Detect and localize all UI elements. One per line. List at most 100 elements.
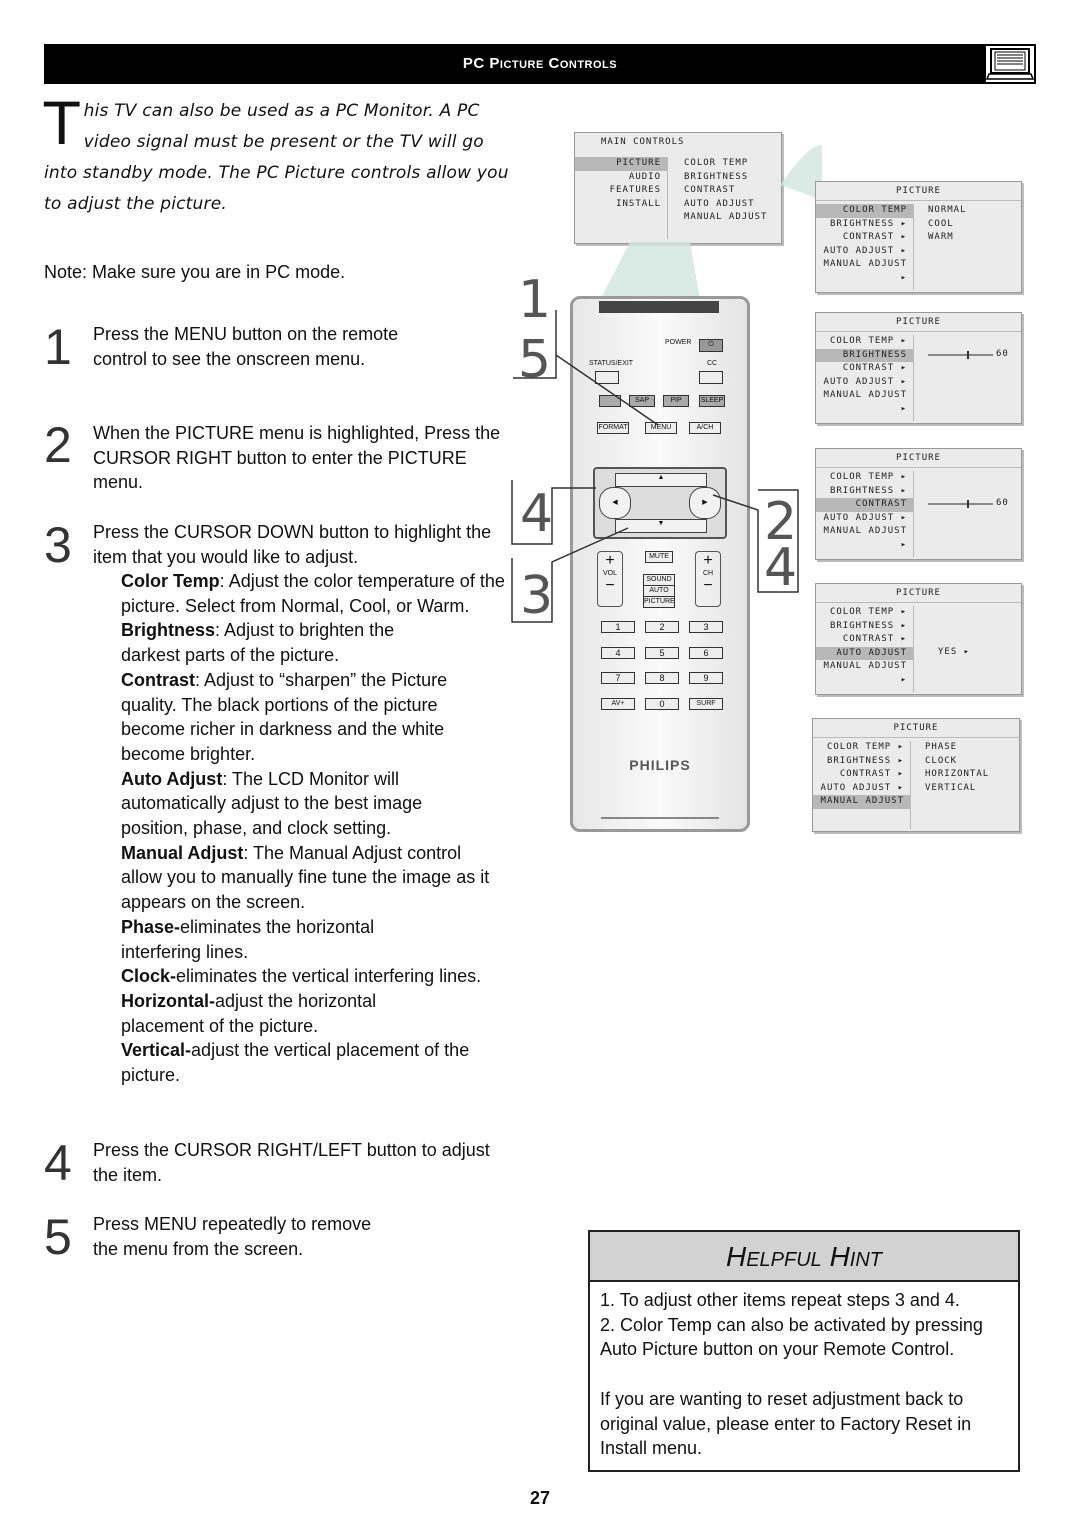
- step-text: Press MENU repeatedly to remove the menu…: [93, 1214, 372, 1259]
- menu-beam-graphic: [600, 145, 822, 300]
- av-plus-button[interactable]: AV+: [601, 698, 635, 710]
- item-brightness: Brightness: Adjust to brighten the darke…: [121, 620, 395, 666]
- format-button[interactable]: FORMAT: [597, 422, 629, 434]
- cursor-up-button[interactable]: ▲: [615, 473, 707, 487]
- callout-number: 3: [520, 566, 554, 626]
- drop-cap: T: [44, 90, 80, 158]
- channel-rocker[interactable]: +CH−: [695, 551, 721, 607]
- cursor-right-button[interactable]: ▶: [689, 487, 721, 519]
- cursor-down-button[interactable]: ▼: [615, 519, 707, 533]
- digit-1-button[interactable]: 1: [601, 621, 635, 633]
- picture-button[interactable]: PICTURE: [643, 596, 675, 608]
- menu-item: CONTRAST: [816, 498, 913, 512]
- picture-menu-auto-adjust: PICTURE COLOR TEMP ▸ BRIGHTNESS ▸ CONTRA…: [815, 583, 1022, 695]
- menu-item: INSTALL: [616, 198, 661, 209]
- menu-option: NORMAL: [928, 205, 967, 215]
- digit-6-button[interactable]: 6: [689, 647, 723, 659]
- item-horizontal: Horizontal-adjust the horizontal placeme…: [121, 990, 377, 1036]
- menu-items: COLOR TEMP ▸ BRIGHTNESS ▸ CONTRAST AUTO …: [816, 471, 914, 557]
- menu-item: BRIGHTNESS: [684, 171, 749, 182]
- hint-line: 2. Color Temp can also be activated by p…: [600, 1314, 983, 1360]
- sleep-button[interactable]: SLEEP: [699, 395, 725, 407]
- hint-body: 1. To adjust other items repeat steps 3 …: [600, 1288, 1010, 1461]
- ch-label: CH: [702, 570, 714, 577]
- digit-0-button[interactable]: 0: [645, 698, 679, 710]
- power-button[interactable]: ⏻: [699, 339, 723, 352]
- menu-items: COLOR TEMP ▸ BRIGHTNESS ▸ CONTRAST ▸ AUT…: [816, 606, 914, 692]
- ach-button[interactable]: A/CH: [689, 422, 721, 434]
- page-number: 27: [529, 1488, 551, 1508]
- av-button[interactable]: [599, 395, 621, 407]
- step-number: 3: [44, 517, 72, 573]
- menu-left-column: PICTURE AUDIO FEATURES INSTALL: [575, 157, 667, 211]
- section-title: PC Picture Controls: [462, 55, 618, 72]
- slider-value: 60: [996, 498, 1009, 508]
- menu-title: PICTURE: [816, 313, 1021, 332]
- digit-5-button[interactable]: 5: [645, 647, 679, 659]
- digit-7-button[interactable]: 7: [601, 672, 635, 684]
- section-header: PC Picture Controls: [44, 44, 1036, 84]
- menu-item: MANUAL ADJUST ▸: [823, 390, 907, 414]
- step-text: Press the MENU button on the remote cont…: [93, 324, 399, 369]
- menu-item: BRIGHTNESS ▸: [829, 620, 907, 631]
- menu-option: PHASE: [925, 742, 958, 752]
- menu-item: COLOR TEMP ▸: [829, 607, 907, 617]
- menu-item: PICTURE: [575, 157, 667, 171]
- mute-button[interactable]: MUTE: [645, 551, 673, 563]
- menu-item: COLOR TEMP ▸: [829, 472, 907, 482]
- helpful-hint-box: Helpful Hint 1. To adjust other items re…: [588, 1230, 1020, 1472]
- monitor-icon: [985, 46, 1035, 82]
- digit-9-button[interactable]: 9: [689, 672, 723, 684]
- power-label: POWER: [665, 339, 692, 346]
- digit-3-button[interactable]: 3: [689, 621, 723, 633]
- picture-menu-manual-adjust: PICTURE COLOR TEMP ▸ BRIGHTNESS ▸ CONTRA…: [812, 718, 1020, 832]
- hint-line: 1. To adjust other items repeat steps 3 …: [600, 1290, 960, 1310]
- menu-button[interactable]: MENU: [645, 422, 677, 434]
- cursor-left-button[interactable]: ◀: [599, 487, 631, 519]
- pip-button[interactable]: PIP: [663, 395, 689, 407]
- menu-item: AUTO ADJUST: [816, 646, 913, 660]
- menu-option: COOL: [928, 218, 954, 229]
- menu-item: MANUAL ADJUST: [813, 795, 910, 809]
- menu-item: CONTRAST ▸: [842, 363, 907, 373]
- menu-item: AUTO ADJUST ▸: [823, 376, 907, 387]
- menu-option: CLOCK: [925, 755, 958, 766]
- step-number: 5: [44, 1209, 72, 1265]
- menu-item: BRIGHTNESS ▸: [829, 485, 907, 496]
- menu-option: VERTICAL: [925, 782, 977, 793]
- callout-number: 4: [520, 484, 554, 544]
- item-phase: Phase-eliminates the horizontal interfer…: [121, 916, 375, 962]
- digit-8-button[interactable]: 8: [645, 672, 679, 684]
- menu-item: FEATURES: [609, 185, 661, 195]
- callout-number: 5: [518, 330, 552, 390]
- sap-button[interactable]: SAP: [629, 395, 655, 407]
- menu-item: COLOR TEMP: [684, 158, 749, 168]
- step-number: 2: [44, 417, 72, 473]
- slider-knob: [967, 500, 969, 508]
- step-number: 1: [44, 319, 72, 375]
- menu-title: PICTURE: [813, 719, 1019, 738]
- menu-title: PICTURE: [816, 449, 1021, 468]
- digit-4-button[interactable]: 4: [601, 647, 635, 659]
- digit-2-button[interactable]: 2: [645, 621, 679, 633]
- cc-button[interactable]: [699, 371, 723, 384]
- item-color-temp: Color Temp: Adjust the color temperature…: [121, 571, 505, 616]
- item-manual-adjust: Manual Adjust: The Manual Adjust control…: [121, 842, 490, 913]
- surf-button[interactable]: SURF: [689, 698, 723, 710]
- volume-rocker[interactable]: +VOL−: [597, 551, 623, 607]
- menu-item: BRIGHTNESS ▸: [826, 755, 904, 766]
- step-number: 4: [44, 1135, 72, 1191]
- hint-line: If you are wanting to reset adjustment b…: [600, 1388, 972, 1459]
- status-exit-button[interactable]: [595, 371, 619, 384]
- menu-title: PICTURE: [816, 182, 1021, 201]
- menu-item: AUTO ADJUST: [684, 198, 755, 209]
- level-slider: [928, 351, 993, 359]
- slider-knob: [967, 351, 969, 359]
- menu-right-column: COLOR TEMP BRIGHTNESS CONTRAST AUTO ADJU…: [667, 157, 767, 239]
- menu-options: NORMAL COOL WARM: [928, 204, 967, 245]
- intro-text: his TV can also be used as a PC Monitor.…: [44, 101, 509, 214]
- picture-menu-contrast: PICTURE COLOR TEMP ▸ BRIGHTNESS ▸ CONTRA…: [815, 448, 1022, 560]
- menu-option: WARM: [928, 232, 954, 242]
- menu-item: CONTRAST ▸: [842, 634, 907, 644]
- item-clock: Clock-eliminates the vertical interferin…: [121, 966, 482, 987]
